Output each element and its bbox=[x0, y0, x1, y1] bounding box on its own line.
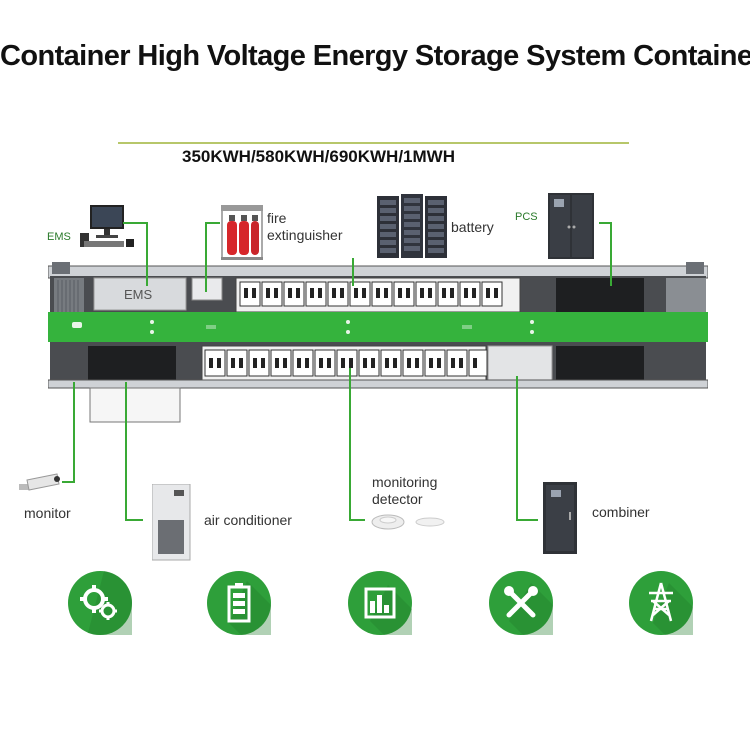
monitor-leader-h bbox=[62, 481, 75, 483]
power-tower-icon bbox=[629, 571, 693, 635]
band-dot bbox=[346, 330, 350, 334]
monitor-camera-image bbox=[17, 470, 61, 498]
air-conditioner-label: air conditioner bbox=[204, 512, 292, 528]
title-divider bbox=[118, 142, 629, 144]
ac-leader-h bbox=[125, 519, 143, 521]
battery-icon bbox=[207, 571, 271, 635]
capacity-subtitle: 350KWH/580KWH/690KWH/1MWH bbox=[182, 147, 455, 166]
detector-leader-h bbox=[349, 519, 365, 521]
band-dot bbox=[150, 330, 154, 334]
detector-leader-v bbox=[349, 368, 351, 520]
gears-icon bbox=[68, 571, 132, 635]
combiner-leader-h bbox=[516, 519, 538, 521]
band-dot bbox=[346, 320, 350, 324]
combiner-label: combiner bbox=[592, 504, 650, 520]
band-dot bbox=[150, 320, 154, 324]
ems-panel-text: EMS bbox=[124, 287, 153, 302]
fire-leader-v bbox=[205, 222, 207, 292]
combiner-leader-v bbox=[516, 376, 518, 520]
document-chart-icon bbox=[348, 571, 412, 635]
battery-label: battery bbox=[451, 219, 494, 235]
monitor-leader-v bbox=[73, 382, 75, 482]
page-title: Container High Voltage Energy Storage Sy… bbox=[0, 40, 750, 72]
pcs-leader-v bbox=[610, 222, 612, 286]
band-dot bbox=[530, 320, 534, 324]
ems-leader-v bbox=[146, 222, 148, 286]
tools-icon bbox=[489, 571, 553, 635]
upper-battery-modules bbox=[238, 280, 518, 310]
band-marker bbox=[72, 322, 82, 328]
battery-leader-v bbox=[352, 258, 354, 286]
monitoring-detector-label: monitoring detector bbox=[372, 474, 438, 507]
pcs-label: PCS bbox=[515, 211, 538, 223]
fire-leader-h bbox=[206, 222, 220, 224]
battery-rack-image bbox=[377, 194, 447, 260]
air-conditioner-image bbox=[152, 484, 192, 562]
ac-leader-v bbox=[125, 382, 127, 520]
ems-computer-image bbox=[80, 203, 136, 251]
band-dot bbox=[530, 330, 534, 334]
pcs-cabinet-image bbox=[548, 193, 596, 261]
monitoring-detector-image bbox=[368, 508, 448, 538]
pcs-leader-h bbox=[599, 222, 611, 224]
fire-extinguisher-image bbox=[219, 203, 265, 261]
band-slot bbox=[462, 325, 472, 329]
band-slot bbox=[206, 325, 216, 329]
ems-label: EMS bbox=[47, 231, 71, 243]
combiner-cabinet-image bbox=[543, 482, 579, 556]
fire-extinguisher-label: fire extinguisher bbox=[267, 210, 343, 243]
ems-leader-h bbox=[123, 222, 147, 224]
monitor-label: monitor bbox=[24, 505, 71, 521]
lower-battery-modules bbox=[203, 348, 489, 380]
